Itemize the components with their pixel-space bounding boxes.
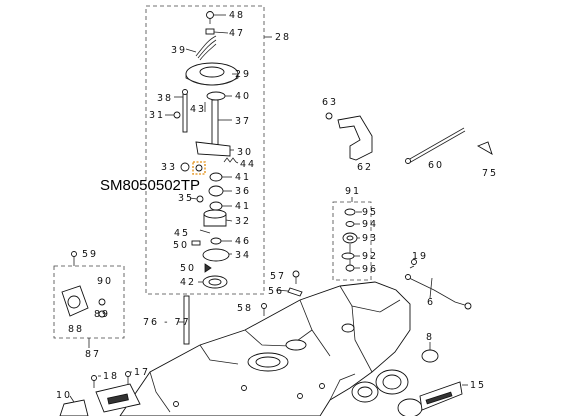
callout-28: 28 (275, 32, 291, 43)
group-28-parts (165, 11, 239, 289)
callout-37: 37 (235, 116, 251, 127)
callout-58: 58 (237, 303, 253, 314)
part-number-label: SM8050502TP (100, 177, 200, 194)
callout-19: 19 (412, 251, 428, 262)
callout-35: 35 (178, 193, 194, 204)
callout-92: 92 (362, 251, 378, 262)
callout-89: 89 (94, 309, 110, 320)
callout-labels: 48 47 28 39 29 38 40 43 31 37 30 33 44 4… (56, 10, 498, 401)
callout-57: 57 (270, 271, 286, 282)
callout-38: 38 (157, 93, 173, 104)
callout-91: 91 (345, 186, 361, 197)
callout-90: 90 (97, 276, 113, 287)
callout-62: 62 (357, 162, 373, 173)
callout-41-upper: 41 (235, 172, 251, 183)
machine-arm-body (119, 281, 423, 416)
callout-33: 33 (161, 162, 177, 173)
callout-6: 6 (427, 297, 435, 308)
callout-42: 42 (180, 277, 196, 288)
callout-43: 43 (190, 104, 206, 115)
callout-48: 48 (229, 10, 245, 21)
callout-10: 10 (56, 390, 72, 401)
rod-76-77 (178, 295, 190, 345)
callout-29: 29 (235, 69, 251, 80)
callout-50-upper: 50 (173, 240, 189, 251)
callout-87: 87 (85, 349, 101, 360)
callout-47: 47 (229, 28, 245, 39)
callout-30: 30 (237, 147, 253, 158)
upper-right-parts (325, 112, 493, 164)
callout-46: 46 (235, 236, 251, 247)
group-28-enclosure (145, 5, 272, 295)
callout-18: 18 (103, 371, 119, 382)
callout-63: 63 (322, 97, 338, 108)
cable-assembly (404, 259, 472, 310)
callout-76-77: 76 - 77 (143, 317, 191, 328)
callout-34: 34 (235, 250, 251, 261)
callout-44: 44 (240, 159, 256, 170)
callout-41-lower: 41 (235, 201, 251, 212)
callout-15: 15 (470, 380, 486, 391)
callout-32: 32 (235, 216, 251, 227)
callout-75: 75 (482, 168, 498, 179)
callout-59: 59 (82, 249, 98, 260)
callout-56: 56 (268, 286, 284, 297)
callout-50-lower: 50 (180, 263, 196, 274)
callout-40: 40 (235, 91, 251, 102)
callout-60: 60 (428, 160, 444, 171)
group-87-enclosure (53, 251, 125, 348)
group-91-enclosure (332, 197, 372, 281)
callout-94: 94 (362, 219, 378, 230)
callout-8: 8 (426, 332, 434, 343)
callout-36: 36 (235, 186, 251, 197)
callout-88: 88 (68, 324, 84, 335)
callout-93: 93 (362, 233, 378, 244)
callout-31: 31 (149, 110, 165, 121)
cap-8 (421, 342, 439, 363)
highlighted-part-marker (192, 161, 206, 175)
callout-39: 39 (171, 45, 187, 56)
callout-95: 95 (362, 207, 378, 218)
callout-96: 96 (362, 264, 378, 275)
callout-17: 17 (134, 367, 150, 378)
bottom-plates (59, 371, 463, 416)
callout-45: 45 (174, 228, 190, 239)
small-parts-center (261, 270, 303, 316)
